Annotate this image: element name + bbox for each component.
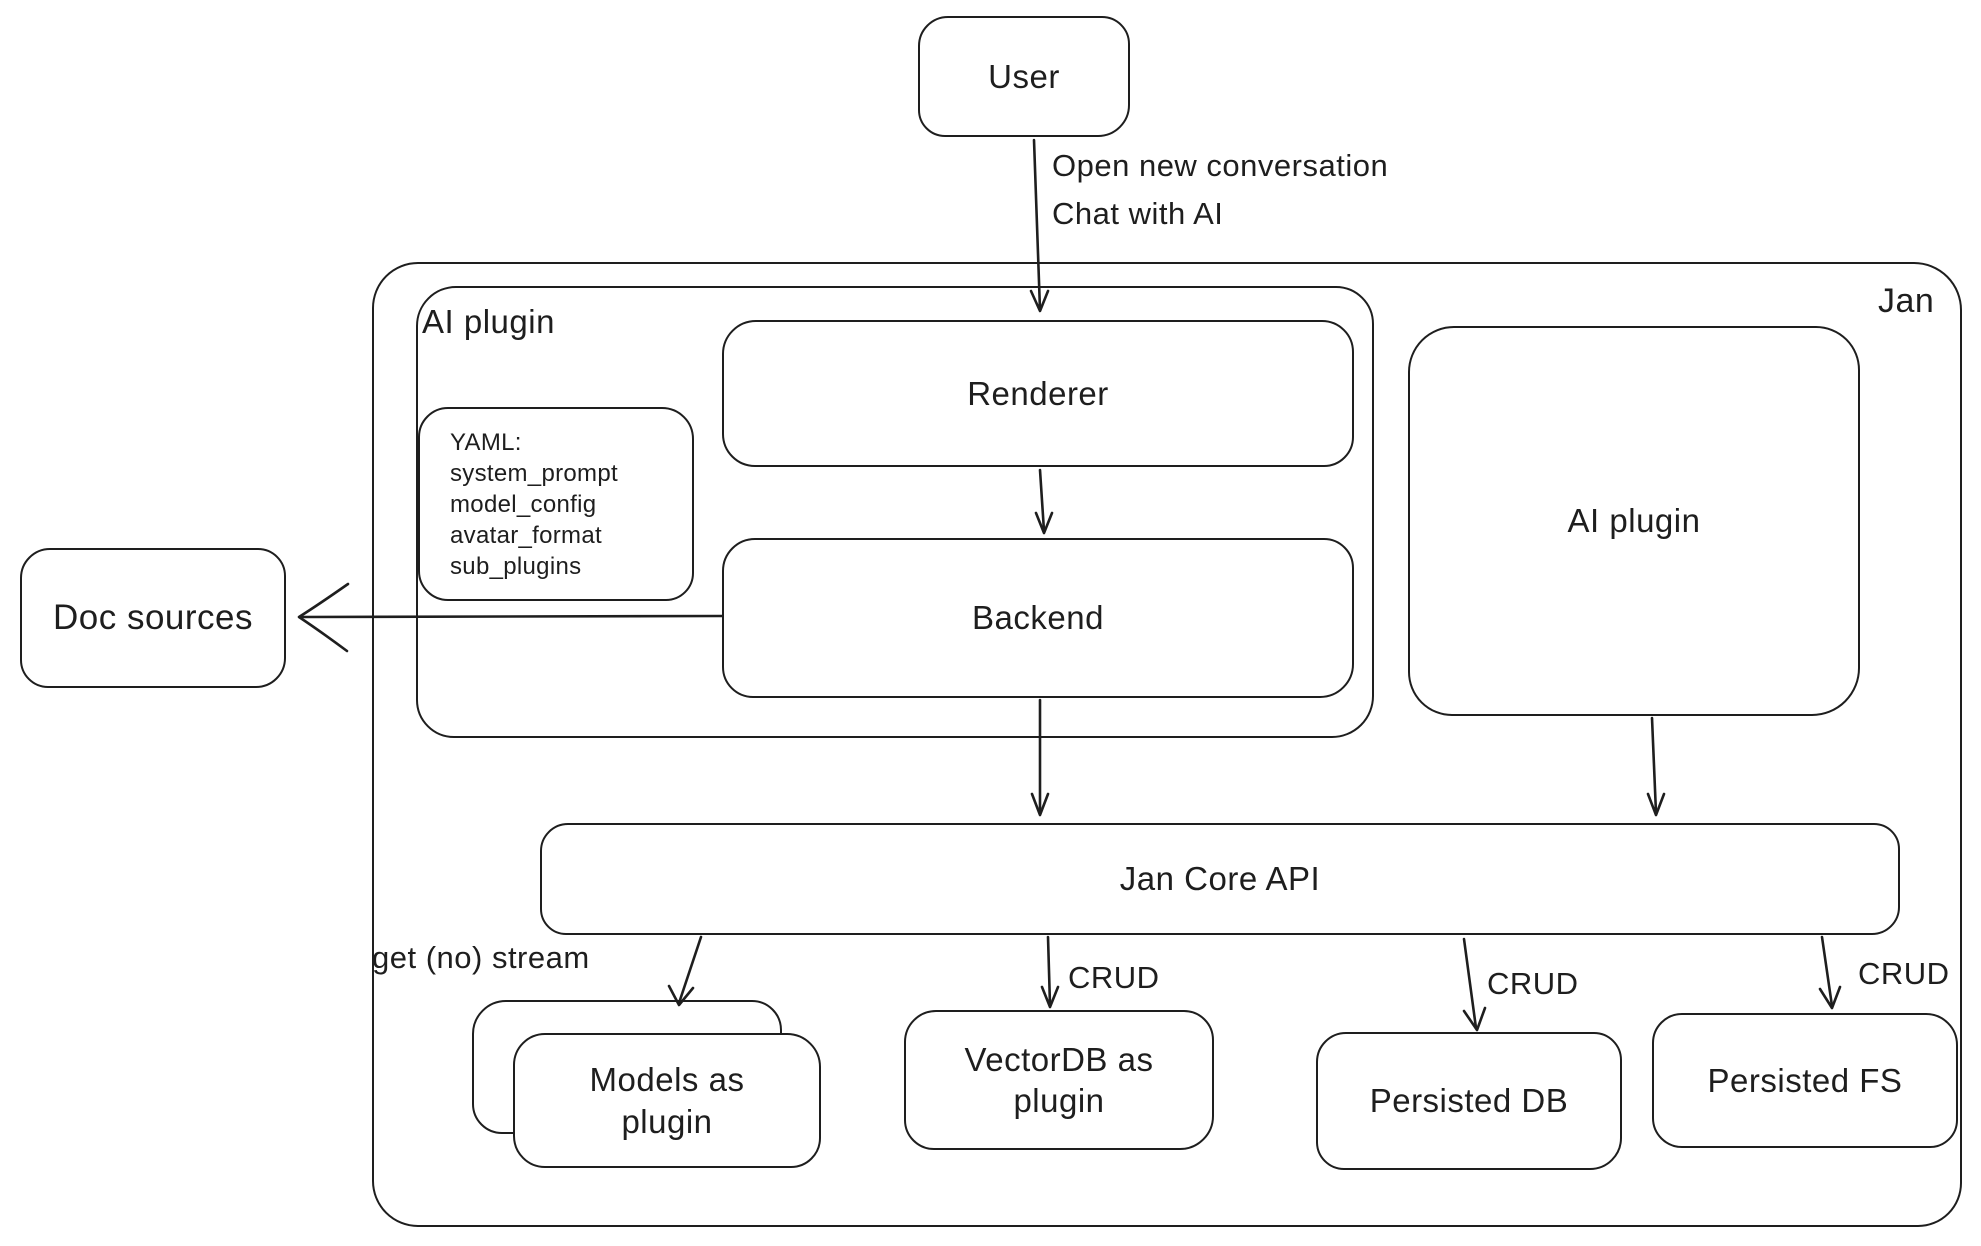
node-persisted-fs: Persisted FS xyxy=(1652,1013,1958,1148)
jan-container-label: Jan xyxy=(1878,282,1935,320)
yaml-note-title: YAML: xyxy=(450,429,522,456)
node-renderer-label: Renderer xyxy=(967,374,1109,412)
ai-plugin-group-label: AI plugin xyxy=(422,303,555,340)
node-doc-sources: Doc sources xyxy=(20,548,286,688)
yaml-note-line: avatar_format xyxy=(450,522,602,549)
node-user-label: User xyxy=(988,57,1060,95)
yaml-note-line: model_config xyxy=(450,491,597,518)
edge-label-crud-persisted-fs: CRUD xyxy=(1858,956,1950,991)
node-jan-core-api-label: Jan Core API xyxy=(1119,860,1321,898)
node-backend: Backend xyxy=(722,538,1354,698)
node-backend-label: Backend xyxy=(972,599,1104,637)
yaml-note-line: sub_plugins xyxy=(450,553,582,580)
yaml-note-line: system_prompt xyxy=(450,460,618,487)
ai-plugin-group-box xyxy=(416,286,1374,738)
node-models-as-plugin: Models as plugin xyxy=(513,1033,821,1168)
jan-container-box xyxy=(372,262,1962,1227)
node-user: User xyxy=(918,16,1130,137)
node-persisted-db-label: Persisted DB xyxy=(1369,1082,1569,1120)
node-persisted-db: Persisted DB xyxy=(1316,1032,1622,1170)
node-vectordb-as-plugin-label: VectorDB as plugin xyxy=(964,1040,1154,1119)
node-renderer: Renderer xyxy=(722,320,1354,467)
node-ai-plugin-label: AI plugin xyxy=(1567,502,1701,540)
node-persisted-fs-label: Persisted FS xyxy=(1707,1061,1903,1099)
node-jan-core-api: Jan Core API xyxy=(540,823,1900,935)
node-yaml-note: YAML: system_prompt model_config avatar_… xyxy=(418,407,694,601)
node-ai-plugin: AI plugin xyxy=(1408,326,1860,716)
node-models-as-plugin-label: Models as plugin xyxy=(589,1061,745,1140)
edge-label-get-no-stream: get (no) stream xyxy=(372,940,590,975)
node-doc-sources-label: Doc sources xyxy=(52,598,254,638)
node-vectordb-as-plugin: VectorDB as plugin xyxy=(904,1010,1214,1150)
edge-label-crud-vectordb: CRUD xyxy=(1068,960,1160,995)
edge-label-open-new-conversation: Open new conversation xyxy=(1052,148,1389,183)
edge-label-crud-persisted-db: CRUD xyxy=(1487,966,1579,1001)
edge-label-chat-with-ai: Chat with AI xyxy=(1052,196,1224,231)
